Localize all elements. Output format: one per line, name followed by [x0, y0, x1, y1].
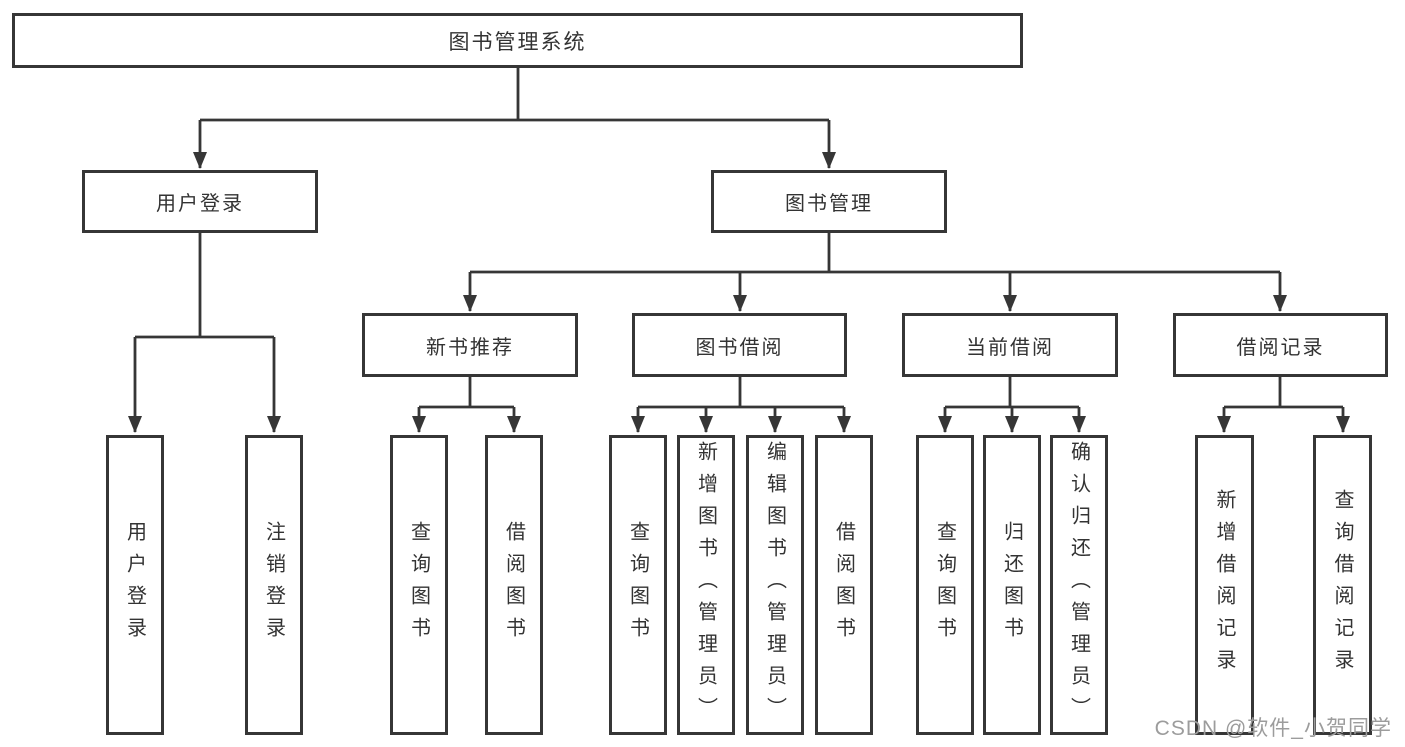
node-user-login: 用户登录 — [82, 170, 318, 233]
node-book-management: 图书管理 — [711, 170, 947, 233]
node-borrowing-records: 借阅记录 — [1173, 313, 1388, 377]
connector-borrowing-records — [1217, 377, 1350, 433]
leaf-return-books: 归还图书 — [983, 435, 1041, 735]
leaf-query-borrow-record: 查询借阅记录 — [1313, 435, 1372, 735]
csdn-watermark: CSDN @软件_小贺同学 — [1154, 717, 1392, 740]
leaf-query-books-current: 查询图书 — [916, 435, 974, 735]
node-library-management-system: 图书管理系统 — [12, 13, 1023, 68]
connector-root — [193, 68, 836, 169]
leaf-query-books-borrowing: 查询图书 — [609, 435, 667, 735]
connector-book-borrowing — [631, 377, 851, 433]
leaf-query-books-recommend: 查询图书 — [390, 435, 448, 735]
connector-book-management — [463, 233, 1287, 312]
leaf-add-borrow-record: 新增借阅记录 — [1195, 435, 1254, 735]
connector-new-book-recommend — [412, 377, 521, 433]
leaf-borrow-books: 借阅图书 — [815, 435, 873, 735]
leaf-logout: 注销登录 — [245, 435, 303, 735]
node-current-borrowing: 当前借阅 — [902, 313, 1118, 377]
leaf-user-login: 用户登录 — [106, 435, 164, 735]
leaf-confirm-return-admin: 确认归还（管理员） — [1050, 435, 1108, 735]
leaf-add-books-admin: 新增图书（管理员） — [677, 435, 735, 735]
leaf-edit-books-admin: 编辑图书（管理员） — [746, 435, 804, 735]
node-new-book-recommend: 新书推荐 — [362, 313, 578, 377]
node-book-borrowing: 图书借阅 — [632, 313, 847, 377]
connector-user-login — [128, 233, 281, 433]
connector-current-borrowing — [938, 377, 1086, 433]
leaf-borrow-books-recommend: 借阅图书 — [485, 435, 543, 735]
